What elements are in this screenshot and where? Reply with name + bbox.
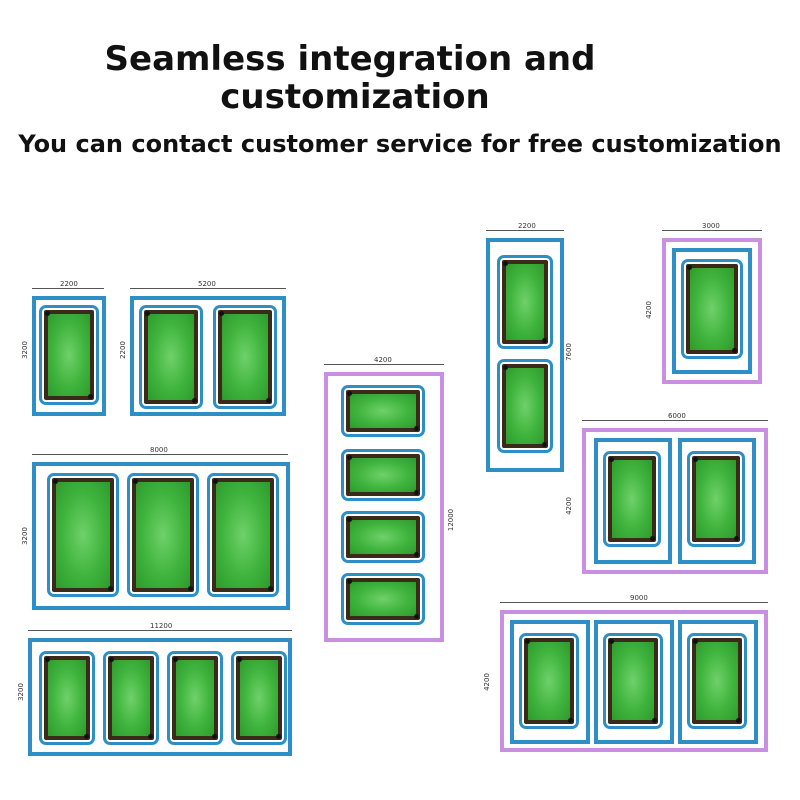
height-label: 12000 <box>447 508 456 532</box>
layout-6000x4200: 6000 4200 <box>562 412 772 576</box>
pool-table <box>687 451 745 547</box>
pool-table <box>341 385 425 437</box>
width-label: 6000 <box>668 412 686 420</box>
page-title-line1: Seamless integration and <box>104 39 596 79</box>
layout-9000x4200: 9000 4200 <box>482 594 772 760</box>
inner-outline <box>678 438 756 564</box>
height-label: 3200 <box>20 527 29 545</box>
room-outline <box>130 296 286 416</box>
pool-table <box>231 651 287 745</box>
height-label: 3200 <box>16 683 25 701</box>
room-outline <box>32 462 290 610</box>
pool-table <box>497 255 553 349</box>
layout-11200x3200: 11200 3200 <box>17 622 296 758</box>
layout-2200x3200: 2200 3200 <box>21 280 110 420</box>
pool-table <box>139 305 203 409</box>
pool-table <box>603 451 661 547</box>
pool-table <box>127 473 199 597</box>
width-label: 4200 <box>374 356 392 364</box>
pool-table <box>39 305 99 405</box>
page-subtitle: You can contact customer service for fre… <box>18 130 782 158</box>
inner-outline <box>594 620 674 744</box>
pool-table <box>603 633 663 729</box>
width-label: 2200 <box>60 280 78 288</box>
layout-3000x4200: 3000 4200 <box>642 222 766 386</box>
width-label: 11200 <box>150 622 173 630</box>
pool-table <box>39 651 95 745</box>
pool-table <box>47 473 119 597</box>
inner-outline <box>510 620 590 744</box>
pool-table <box>497 359 553 453</box>
layout-4200x12000: 4200 12000 <box>322 356 462 644</box>
pool-table <box>519 633 579 729</box>
height-label: 3200 <box>20 341 29 359</box>
width-label: 8000 <box>150 446 168 454</box>
room-outline <box>486 238 564 472</box>
height-label: 2200 <box>118 341 127 359</box>
pool-table <box>341 511 425 563</box>
pool-table <box>341 449 425 501</box>
width-label: 9000 <box>630 594 648 602</box>
room-outline <box>32 296 106 416</box>
pool-table <box>341 573 425 625</box>
room-outline <box>324 372 444 642</box>
room-outline <box>582 428 768 574</box>
inner-outline <box>594 438 672 564</box>
layout-5200x2200: 5200 2200 <box>116 280 286 420</box>
layout-2200x7600: 2200 7600 <box>484 222 580 476</box>
room-outline <box>500 610 768 752</box>
pool-table <box>103 651 159 745</box>
pool-table <box>681 259 743 359</box>
room-outline <box>28 638 292 756</box>
width-label: 2200 <box>518 222 536 230</box>
pool-table <box>213 305 277 409</box>
width-label: 3000 <box>702 222 720 230</box>
pool-table <box>207 473 279 597</box>
height-label: 4200 <box>644 301 653 319</box>
layout-8000x3200: 8000 3200 <box>21 446 292 612</box>
inner-outline <box>678 620 758 744</box>
height-label: 4200 <box>564 497 573 515</box>
inner-outline <box>672 248 752 374</box>
height-label: 7600 <box>564 343 573 361</box>
width-label: 5200 <box>198 280 216 288</box>
room-outline <box>662 238 762 384</box>
pool-table <box>167 651 223 745</box>
page-title-line2: customization <box>220 77 490 117</box>
pool-table <box>687 633 747 729</box>
height-label: 4200 <box>482 673 491 691</box>
